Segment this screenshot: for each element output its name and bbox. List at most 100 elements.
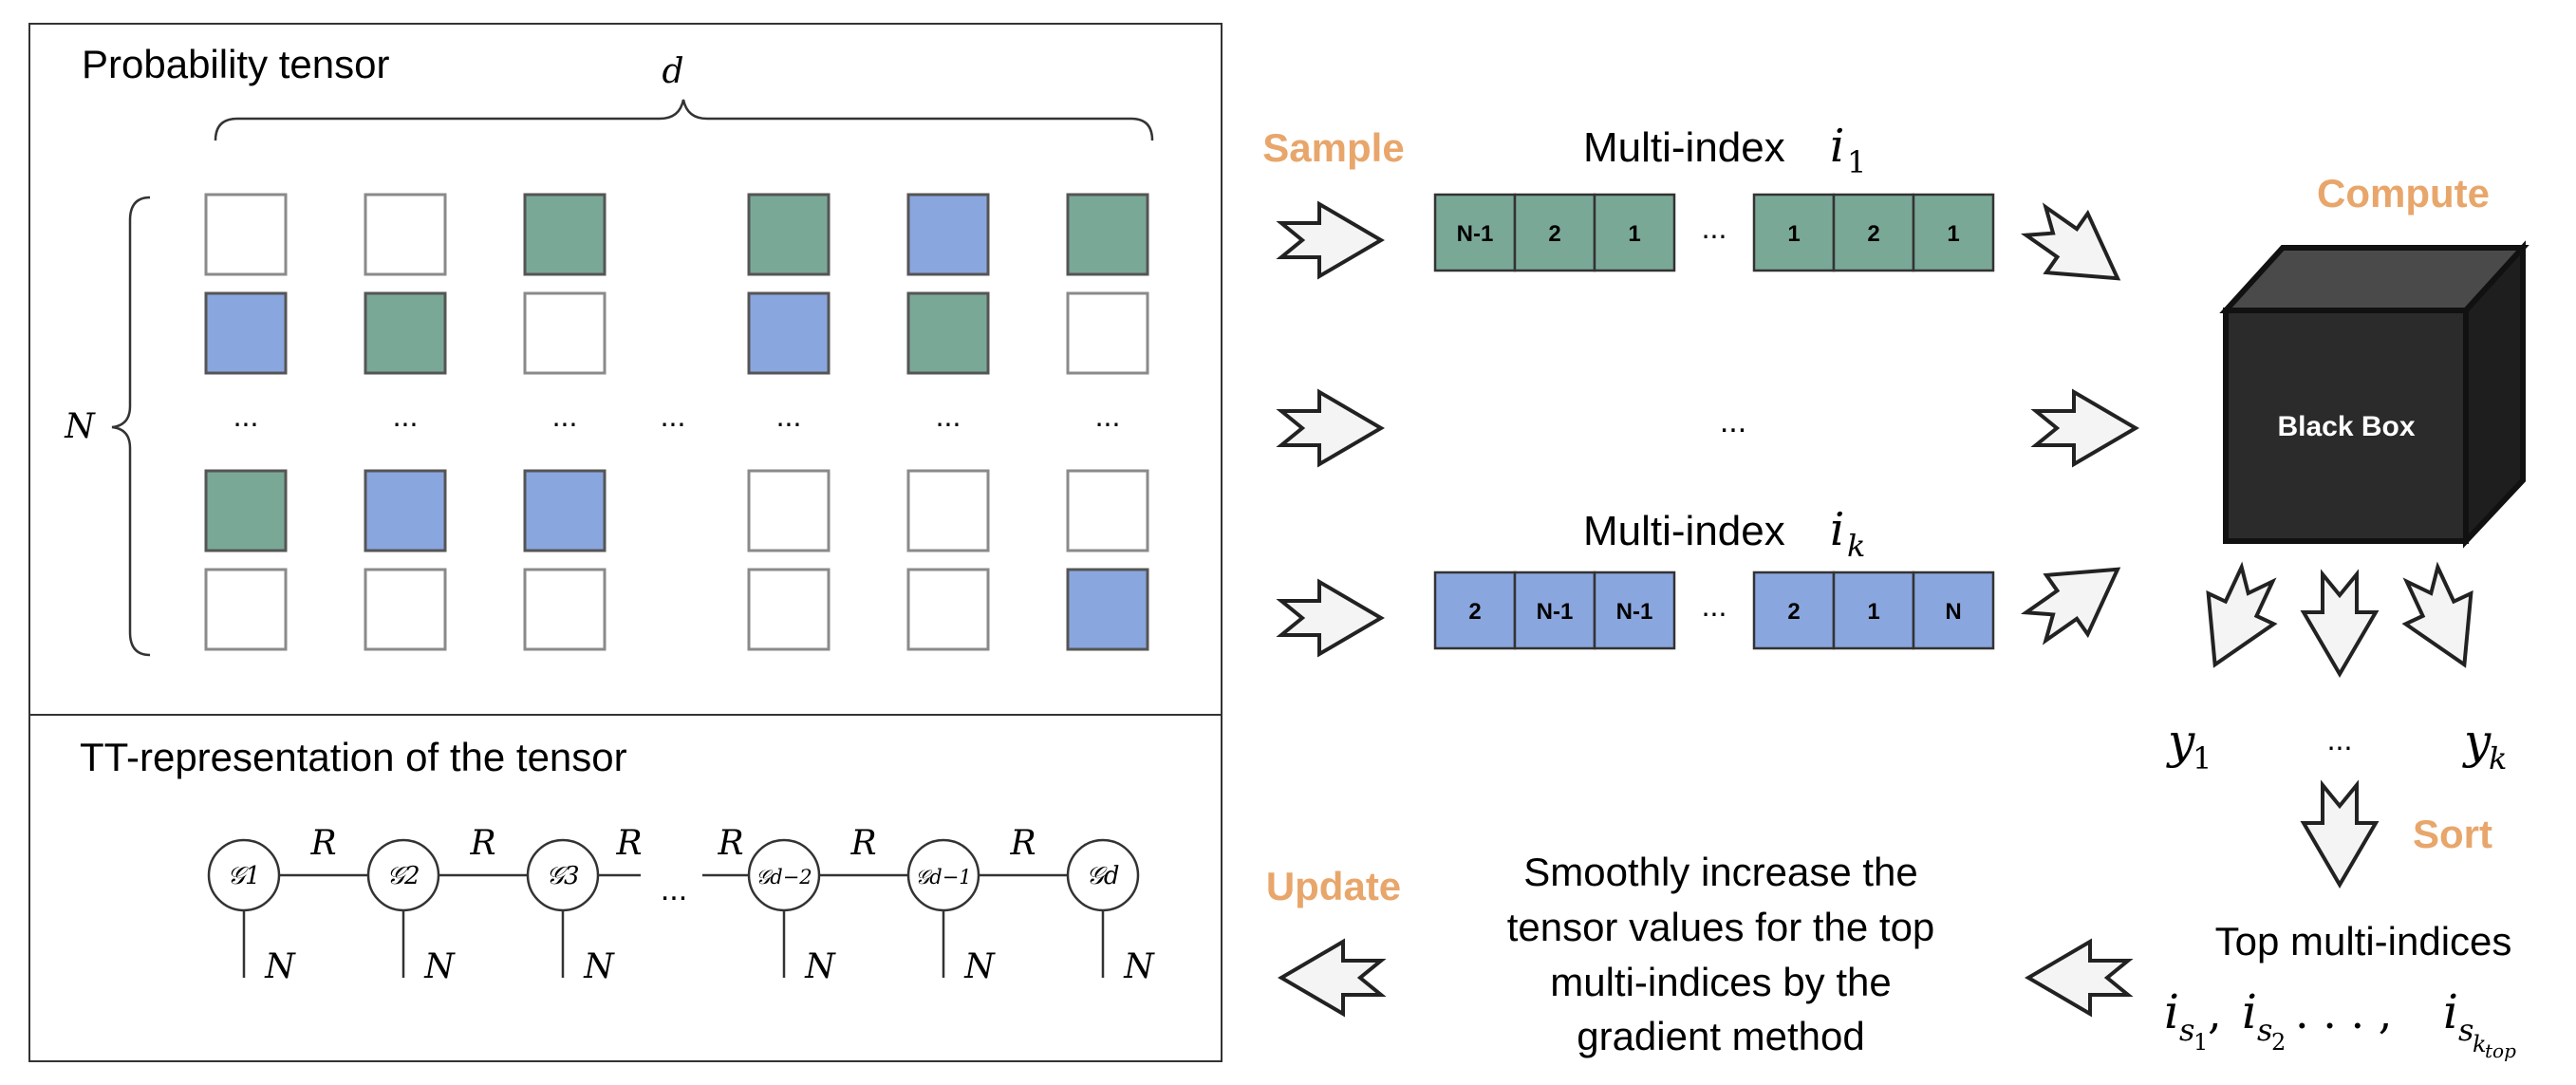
index-cell-value: 1 [1787, 221, 1800, 247]
index-cell-value: N [1945, 599, 1961, 625]
top-formula-s1: s [2179, 1012, 2194, 1048]
index-cell-value: 1 [1947, 221, 1959, 247]
tensor-cell-blue [523, 469, 607, 552]
grid-ellipsis: ... [1095, 399, 1121, 433]
down-arrow-icon [2180, 556, 2292, 683]
output-yk-subscript: k [2489, 740, 2507, 776]
grid-ellipsis: ... [552, 399, 578, 433]
tensor-cell-green [523, 193, 607, 276]
output-y1-symbol: y [2166, 714, 2195, 769]
tt-core-label: 𝒢d−1 [915, 866, 971, 889]
black-box-label: Black Box [2277, 411, 2415, 442]
tt-core-label: 𝒢d−2 [756, 866, 812, 889]
row-brace [111, 196, 151, 657]
left-arrow-icon [2026, 940, 2130, 1016]
index-cell-value: 2 [1787, 599, 1800, 625]
tensor-cell-empty [204, 193, 288, 276]
top-formula-comma1: , [2208, 987, 2222, 1038]
index-cell [1912, 193, 1995, 272]
top-formula-s2: s [2257, 1012, 2272, 1048]
tt-mode-label: N [583, 947, 615, 986]
index-cell-value: N-1 [1537, 599, 1574, 625]
update-text-line: multi-indices by the [1550, 960, 1891, 1004]
step-update: Update [1266, 864, 1401, 908]
index-cell [1832, 571, 1915, 650]
tensor-cell-empty [1066, 469, 1149, 552]
right-arrow-icon [2013, 537, 2140, 659]
index-cell-value: 2 [1548, 221, 1560, 247]
tt-mode-label: N [1123, 947, 1155, 986]
left-arrow-icon [1279, 940, 1383, 1016]
index-cell [1912, 571, 1995, 650]
tt-mode-label: N [804, 947, 836, 986]
index-ellipsis: ... [1702, 589, 1727, 623]
top-formula-top: top [2485, 1039, 2516, 1062]
row-label-n: N [64, 407, 96, 446]
step-sample: Sample [1262, 125, 1404, 170]
tt-rank-label: R [1009, 824, 1036, 863]
tensor-cell-green [364, 291, 447, 375]
tensor-cell-blue [364, 469, 447, 552]
tt-mode-label: N [423, 947, 456, 986]
right-arrow-icon [2034, 390, 2137, 466]
multi-index-k-symbol: i [1830, 503, 1844, 556]
update-text-line: gradient method [1577, 1014, 1865, 1058]
index-cell-value: 2 [1867, 221, 1879, 247]
step-sort: Sort [2413, 812, 2492, 856]
right-arrow-icon [2013, 189, 2140, 310]
top-formula-i2: i [2242, 984, 2257, 1039]
right-arrow-icon [1279, 390, 1383, 466]
tensor-cell-empty [364, 568, 447, 651]
grid-ellipsis: ... [661, 399, 686, 433]
black-box-cube-icon [2219, 240, 2529, 549]
tensor-cell-empty [1066, 291, 1149, 375]
top-formula: i s 1 , i s 2 . . . , i s k top [2164, 984, 2516, 1062]
top-formula-sub2: 2 [2271, 1029, 2286, 1056]
top-formula-sub1: 1 [2193, 1029, 2208, 1056]
tensor-cell-green [1066, 193, 1149, 276]
top-label: Top multi-indices [2215, 919, 2512, 963]
index-cell [1433, 571, 1517, 650]
tensor-cell-empty [523, 568, 607, 651]
down-arrow-icon [2387, 556, 2499, 683]
tensor-grid: ..................... [204, 193, 1149, 651]
tensor-cell-empty [747, 568, 831, 651]
tt-rank-label: R [615, 824, 642, 863]
tensor-cell-empty [204, 568, 288, 651]
tensor-cell-blue [906, 193, 990, 276]
tensor-cell-empty [364, 193, 447, 276]
tensor-title: Probability tensor [82, 42, 390, 86]
grid-ellipsis: ... [393, 399, 419, 433]
tensor-cell-blue [1066, 568, 1149, 651]
index-cell [1593, 193, 1676, 272]
down-arrow-icon [2302, 572, 2378, 676]
tt-core-label: 𝒢d [1086, 862, 1119, 890]
tt-rank-label: R [849, 824, 876, 863]
index-ellipsis: ... [1702, 211, 1727, 245]
grid-ellipsis: ... [776, 399, 802, 433]
tensor-cell-green [204, 469, 288, 552]
index-cell-value: N-1 [1457, 221, 1494, 247]
multi-index-k-cells: 2 N-1 N-1... 2 1 N [1433, 571, 1995, 650]
multi-index-1-subscript: 1 [1847, 144, 1866, 180]
tensor-cell-empty [523, 291, 607, 375]
tensor-cell-green [906, 291, 990, 375]
tensor-cell-empty [906, 469, 990, 552]
tt-rank-label: R [717, 824, 743, 863]
tt-rank-label: R [469, 824, 495, 863]
grid-ellipsis: ... [233, 399, 259, 433]
tensor-cell-blue [747, 291, 831, 375]
multi-index-k-subscript: k [1847, 528, 1865, 564]
index-cell-value: 2 [1468, 599, 1481, 625]
output-y1-subscript: 1 [2193, 740, 2212, 776]
output-yk-symbol: y [2462, 714, 2492, 769]
update-text-line: Smoothly increase the [1523, 850, 1918, 894]
index-cell-value: 1 [1867, 599, 1879, 625]
index-cell-value: N-1 [1616, 599, 1653, 625]
multi-index-1-heading: Multi-index i 1 [1583, 120, 1866, 180]
tt-rank-label: R [309, 824, 336, 863]
right-arrow-icon [1279, 580, 1383, 656]
output-ellipsis: ... [2327, 722, 2353, 757]
